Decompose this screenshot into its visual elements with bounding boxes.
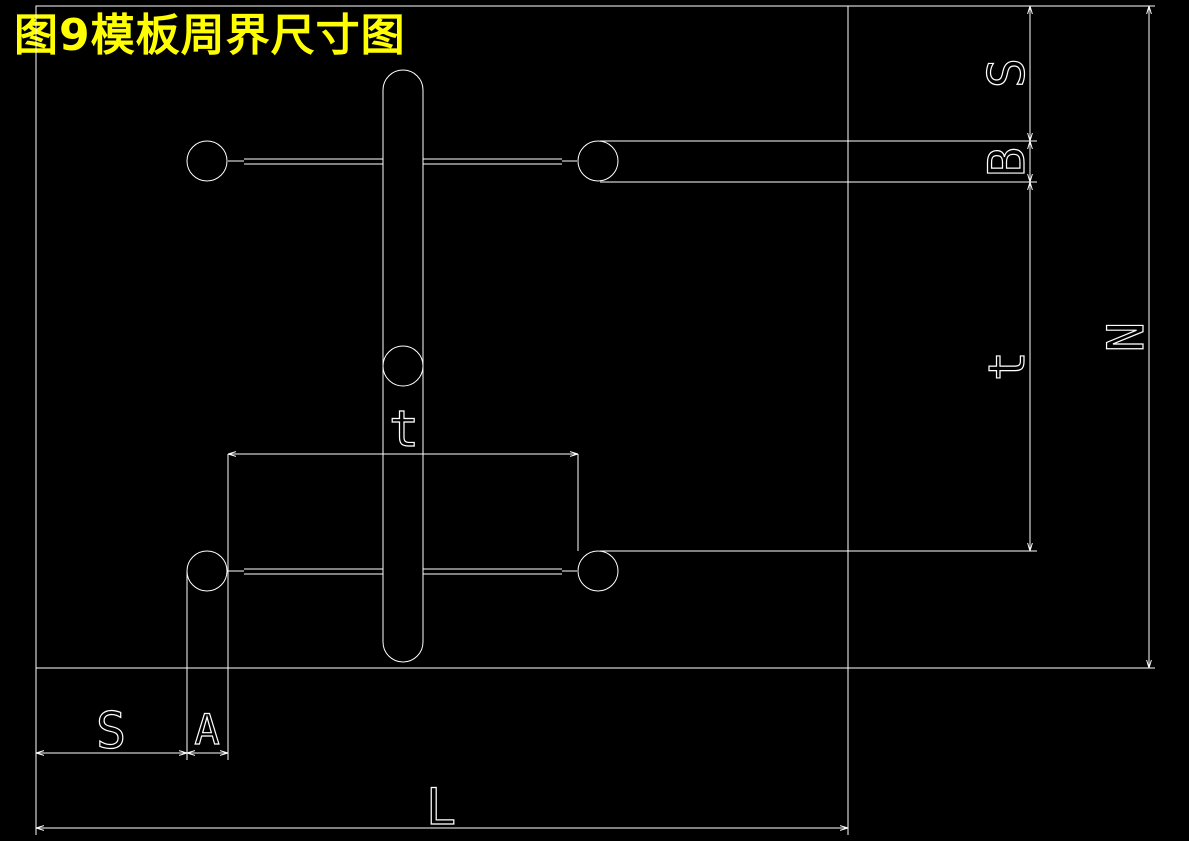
upper-right-hole [577,140,619,182]
lower-right-hole [577,550,619,592]
drawing-title: 图9模板周界尺寸图 [14,10,406,61]
dim-label-t-right: t [978,351,1036,381]
dim-label-b: B [978,147,1036,177]
dim-label-n: N [1097,322,1155,352]
upper-left-hole [186,140,228,182]
lower-left-hole [186,550,228,592]
vertical-slot [382,69,424,663]
dim-label-a: A [194,705,219,754]
dim-label-t-center: t [389,400,419,458]
dim-label-s-top: S [978,58,1036,88]
template-outline [35,5,849,669]
dim-label-l: L [426,778,456,836]
center-hole [382,345,424,387]
dim-label-s-bottom: S [96,702,126,760]
